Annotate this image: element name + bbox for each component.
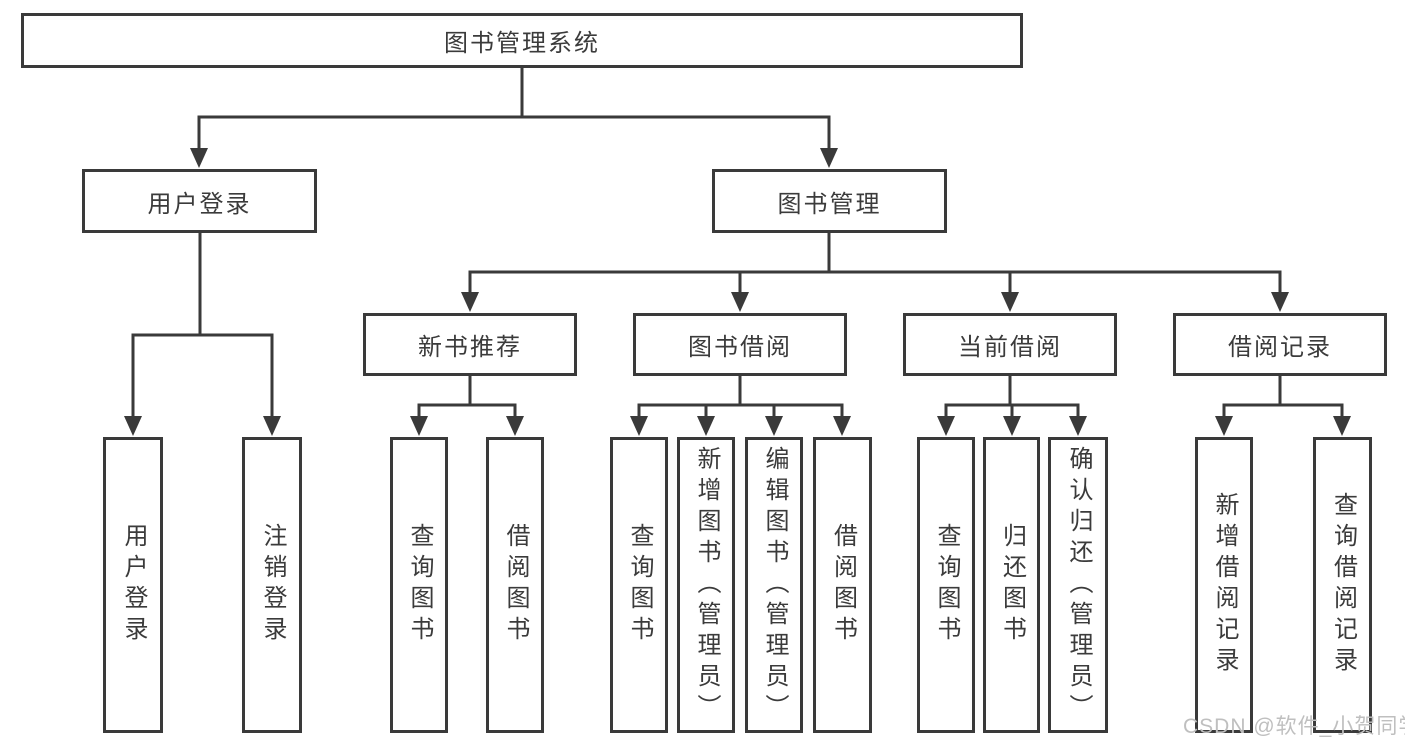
node-library-management-system: 图书管理系统 xyxy=(21,13,1023,68)
connector xyxy=(461,231,1289,312)
node-new-book-recommendation: 新书推荐 xyxy=(363,313,577,376)
node-label: 图书管理系统 xyxy=(444,30,600,57)
node-label: 归还图书 xyxy=(998,523,1026,647)
node-label: 借阅图书 xyxy=(502,523,529,647)
connector xyxy=(410,374,524,436)
arrowhead-down-icon xyxy=(1069,416,1087,436)
connector xyxy=(1215,374,1351,436)
leaf-user-login: 用户登录 xyxy=(103,437,163,733)
node-book-borrowing: 图书借阅 xyxy=(633,313,847,376)
arrowhead-down-icon xyxy=(461,292,479,312)
leaf-current-return-books: 归还图书 xyxy=(983,437,1040,733)
node-label: 图书借阅 xyxy=(688,334,792,361)
arrowhead-down-icon xyxy=(1001,292,1019,312)
arrowhead-down-icon xyxy=(820,148,838,168)
connector xyxy=(937,374,1087,436)
arrowhead-down-icon xyxy=(190,148,208,168)
leaf-recommend-query-books: 查询图书 xyxy=(390,437,448,733)
node-label: 当前借阅 xyxy=(958,334,1062,361)
arrowhead-down-icon xyxy=(124,416,142,436)
node-label: 编辑图书（管理员） xyxy=(761,445,788,725)
node-label: 查询图书 xyxy=(626,523,653,647)
leaf-current-query-books: 查询图书 xyxy=(917,437,975,733)
connector xyxy=(630,374,851,436)
node-user-login: 用户登录 xyxy=(82,169,317,233)
node-label: 用户登录 xyxy=(147,190,252,218)
node-label: 查询图书 xyxy=(933,523,960,647)
arrowhead-down-icon xyxy=(697,416,715,436)
arrowhead-down-icon xyxy=(937,416,955,436)
arrowhead-down-icon xyxy=(1333,416,1351,436)
watermark: CSDN @软件_小贺同学 xyxy=(1183,715,1405,738)
arrowhead-down-icon xyxy=(263,416,281,436)
arrowhead-down-icon xyxy=(630,416,648,436)
node-label: 确认归还（管理员） xyxy=(1065,445,1092,725)
arrowhead-down-icon xyxy=(506,416,524,436)
connector xyxy=(124,231,281,436)
arrowhead-down-icon xyxy=(833,416,851,436)
node-label: 借阅记录 xyxy=(1228,334,1332,361)
node-label: 新增图书（管理员） xyxy=(693,445,720,725)
leaf-current-confirm-return-admin: 确认归还（管理员） xyxy=(1048,437,1108,733)
leaf-borrowing-query-books: 查询图书 xyxy=(610,437,668,733)
leaf-borrowing-edit-books-admin: 编辑图书（管理员） xyxy=(745,437,803,733)
node-label: 新增借阅记录 xyxy=(1211,492,1238,678)
leaf-records-add-borrow-record: 新增借阅记录 xyxy=(1195,437,1253,733)
leaf-logout: 注销登录 xyxy=(242,437,302,733)
arrowhead-down-icon xyxy=(1215,416,1233,436)
node-label: 注销登录 xyxy=(259,523,286,647)
node-borrowing-records: 借阅记录 xyxy=(1173,313,1387,376)
leaf-recommend-borrow-books: 借阅图书 xyxy=(486,437,544,733)
arrowhead-down-icon xyxy=(1271,292,1289,312)
arrowhead-down-icon xyxy=(731,292,749,312)
connector xyxy=(190,66,838,168)
node-label: 新书推荐 xyxy=(418,334,522,361)
leaf-borrowing-add-books-admin: 新增图书（管理员） xyxy=(677,437,735,733)
node-label: 借阅图书 xyxy=(829,523,857,647)
node-label: 查询借阅记录 xyxy=(1329,492,1357,678)
arrowhead-down-icon xyxy=(1003,416,1021,436)
node-label: 用户登录 xyxy=(120,523,147,647)
arrowhead-down-icon xyxy=(765,416,783,436)
leaf-borrowing-borrow-books: 借阅图书 xyxy=(813,437,872,733)
node-label: 图书管理 xyxy=(777,190,882,218)
arrowhead-down-icon xyxy=(410,416,428,436)
leaf-records-query-borrow-record: 查询借阅记录 xyxy=(1313,437,1372,733)
node-current-borrowing: 当前借阅 xyxy=(903,313,1117,376)
node-label: 查询图书 xyxy=(406,523,433,647)
node-book-management: 图书管理 xyxy=(712,169,947,233)
